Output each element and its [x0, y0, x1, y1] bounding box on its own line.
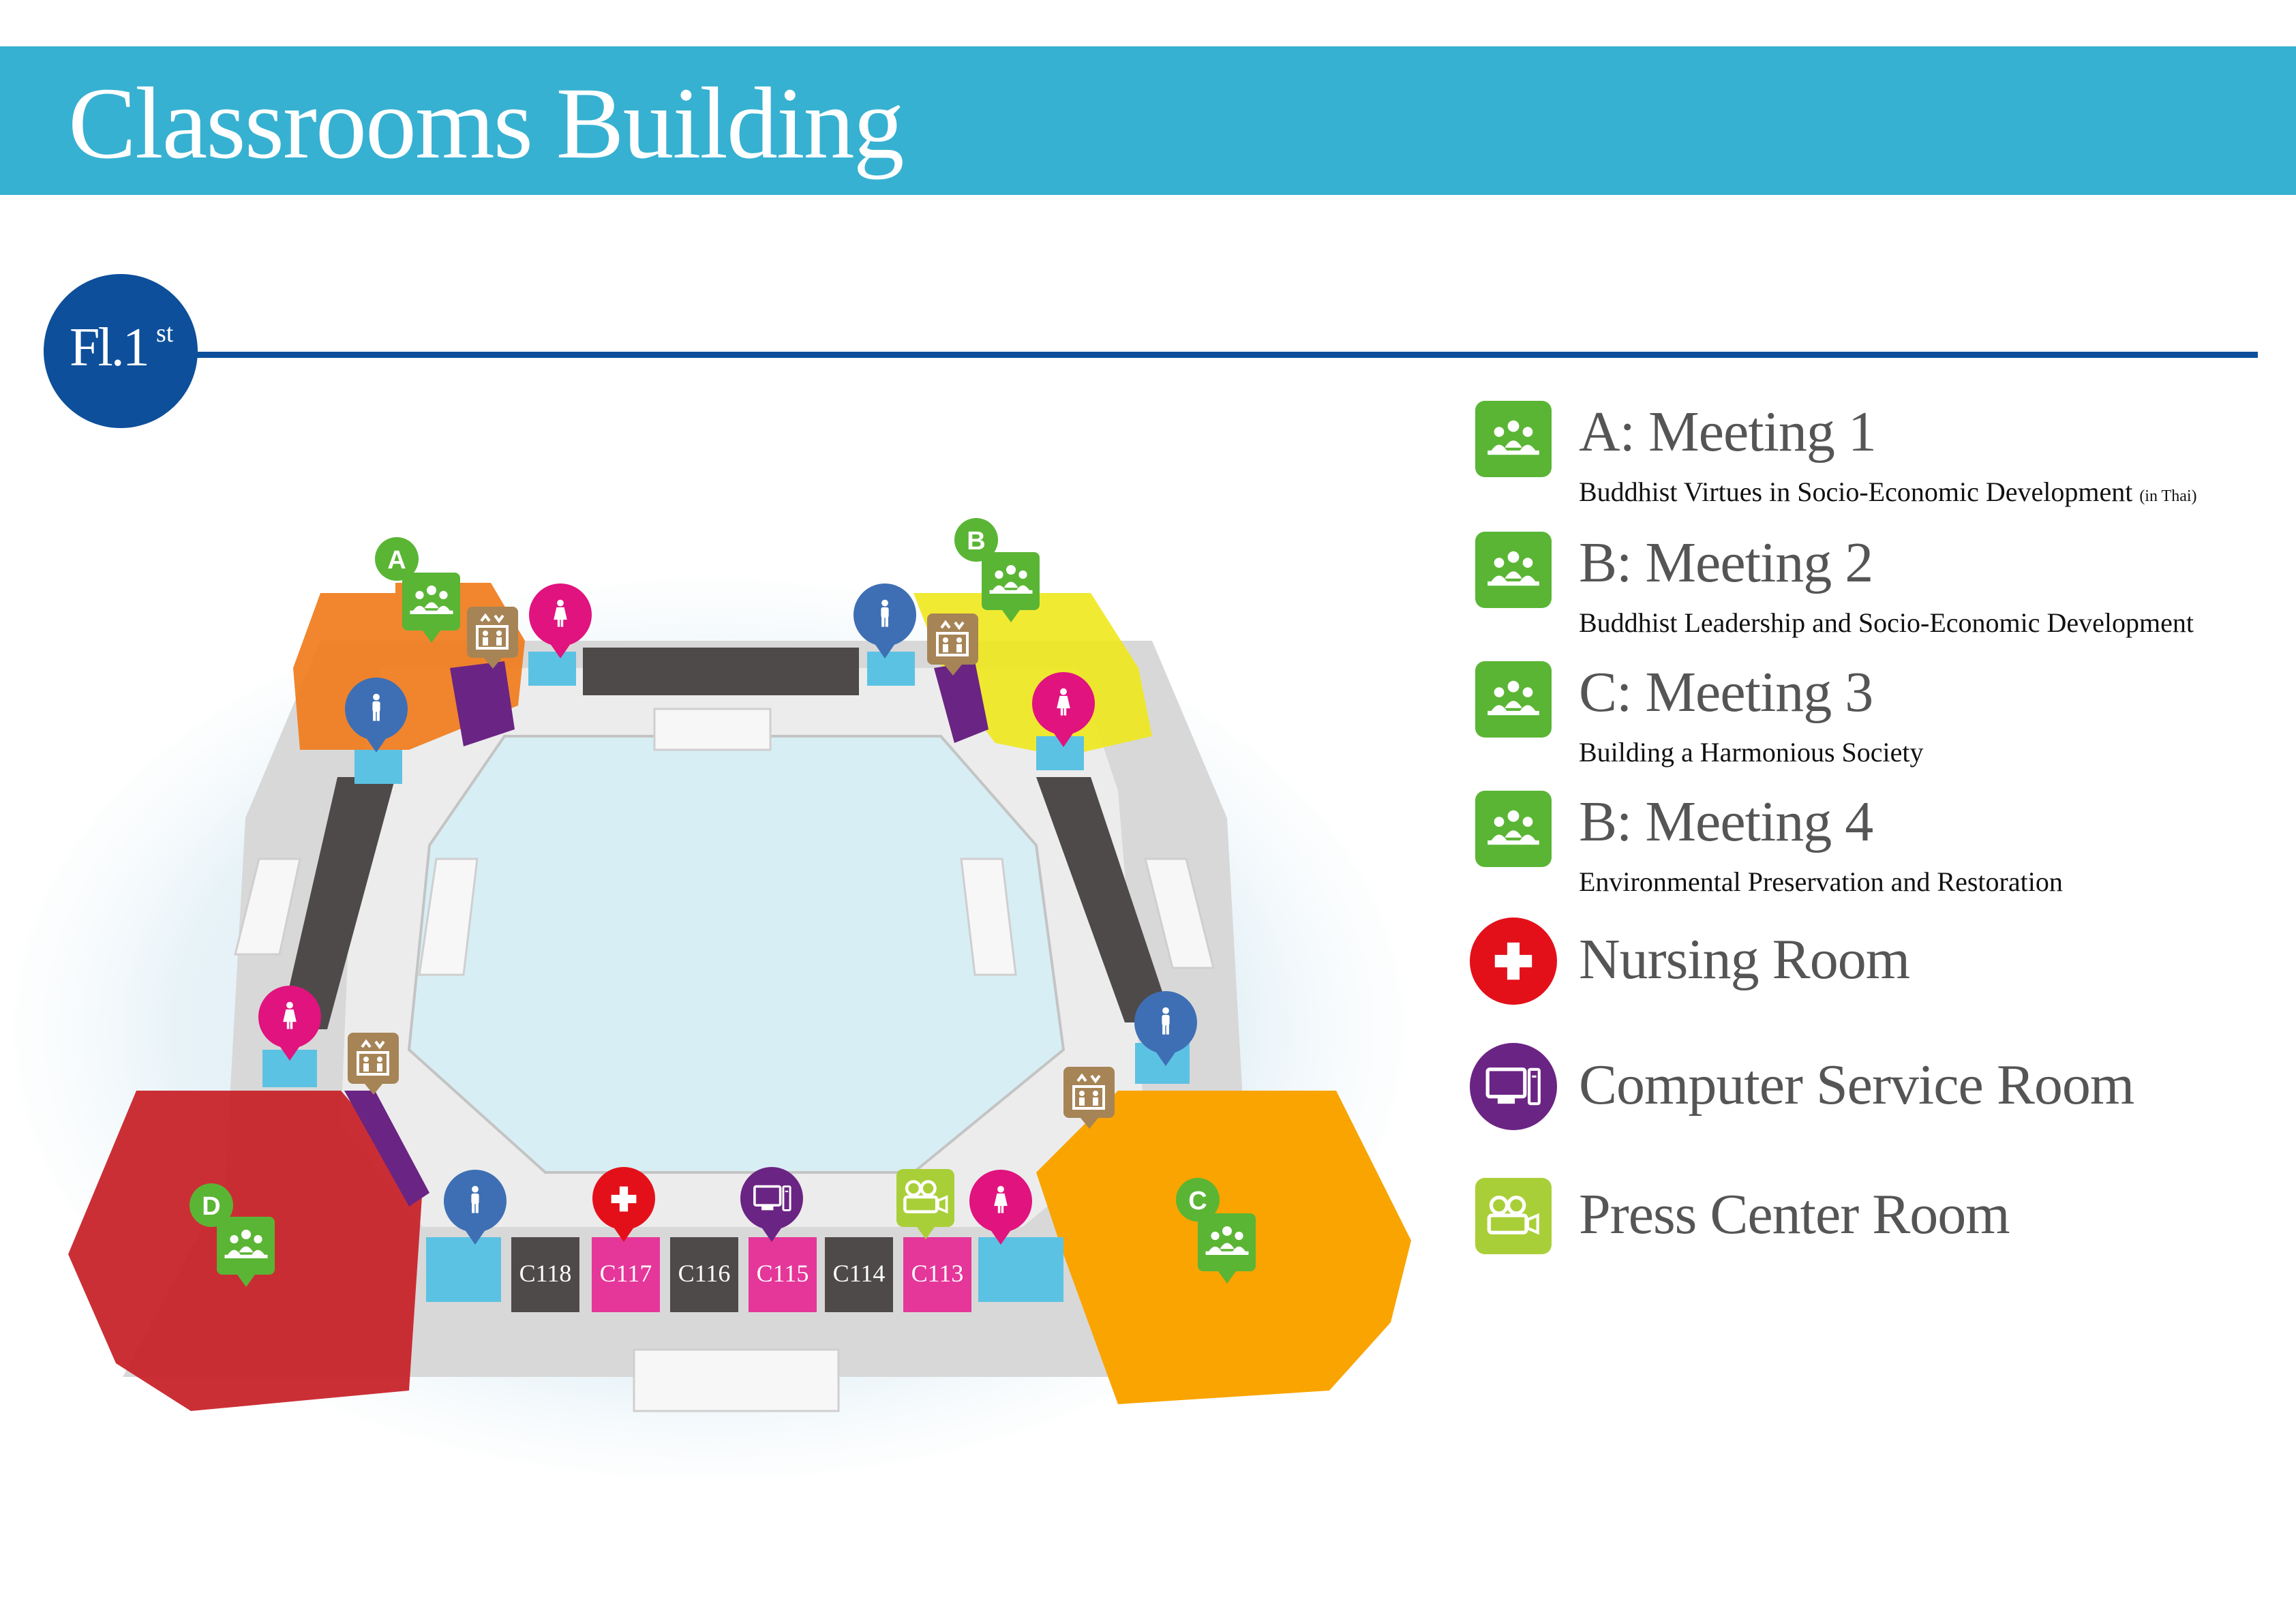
floor-divider [191, 352, 2258, 358]
room-block-c113 [903, 1237, 971, 1312]
legend-subtitle: Buddhist Virtues in Socio-Economic Devel… [1579, 476, 2197, 507]
svg-text:B: B [967, 527, 985, 556]
zone-b-purple-wall [934, 661, 988, 743]
room-block-c115 [749, 1237, 817, 1312]
courtyard [407, 735, 1066, 1174]
elevator-icon [348, 1033, 399, 1095]
floor-label: Fl.1 [70, 318, 150, 378]
legend-title: C: Meeting 3 [1579, 661, 1873, 724]
zone-b-badge: B [954, 518, 998, 562]
woman-restroom-icon [529, 583, 592, 658]
meeting-icon [1475, 532, 1552, 608]
elevator-icon [467, 607, 518, 669]
floor-label-suffix: st [156, 319, 174, 348]
svg-text:C: C [1188, 1187, 1207, 1215]
legend-title: Nursing Room [1579, 928, 1910, 991]
legend-subtitle: Environmental Preservation and Restorati… [1579, 866, 2063, 897]
page-title: Classrooms Building [68, 67, 905, 180]
camera-icon [1475, 1178, 1552, 1254]
room-block-c116 [670, 1237, 738, 1312]
floor-map: C118 C117 C116 C115 C114 C113 A B C D [14, 518, 1411, 1479]
computer-icon [740, 1167, 803, 1242]
meeting-icon [217, 1217, 275, 1287]
meeting-icon [1475, 661, 1552, 738]
restroom-blocks [262, 652, 1190, 1302]
meeting-icon [1475, 791, 1552, 867]
svg-text:A: A [387, 546, 406, 575]
first-aid-icon [592, 1167, 655, 1242]
computer-icon [1470, 1043, 1557, 1130]
meeting-icon [1198, 1213, 1256, 1284]
zone-c-badge: C [1176, 1178, 1220, 1222]
room-label-c113: C113 [911, 1260, 964, 1287]
room-block-c114 [825, 1237, 893, 1312]
legend-subtitle: Building a Harmonious Society [1579, 737, 1924, 768]
room-label-c118: C118 [519, 1260, 572, 1287]
room-block-c117 [592, 1237, 660, 1312]
first-aid-icon [1470, 917, 1557, 1005]
room-label-c116: C116 [678, 1260, 731, 1287]
room-label-c117: C117 [600, 1260, 652, 1287]
zone-d-purple-wall [344, 1091, 429, 1207]
woman-restroom-icon [969, 1170, 1032, 1245]
woman-restroom-icon [258, 986, 321, 1061]
zone-a-badge: A [375, 537, 419, 581]
man-restroom-icon [345, 678, 408, 753]
svg-text:D: D [202, 1192, 220, 1221]
legend-title: Computer Service Room [1579, 1053, 2134, 1117]
elevator-icon [927, 613, 978, 676]
legend-title: A: Meeting 1 [1579, 400, 1877, 464]
header-banner: Classrooms Building [0, 46, 2296, 195]
zone-a-purple-wall [450, 661, 515, 746]
legend-title: B: Meeting 2 [1579, 531, 1873, 594]
camera-icon [896, 1169, 954, 1239]
legend-title: Press Center Room [1579, 1183, 2010, 1246]
room-block-c118 [511, 1237, 579, 1312]
room-label-c114: C114 [833, 1260, 886, 1287]
legend-title: B: Meeting 4 [1579, 790, 1873, 853]
meeting-icon [402, 573, 460, 643]
man-restroom-icon [444, 1170, 507, 1245]
meeting-icon [982, 552, 1040, 622]
classroom-row: C118 C117 C116 C115 C114 C113 [511, 1237, 971, 1312]
room-label-c115: C115 [757, 1260, 809, 1287]
stairs [234, 708, 1215, 1412]
woman-restroom-icon [1032, 672, 1095, 747]
wall-blocks [280, 648, 1173, 1029]
meeting-icon [1475, 401, 1552, 477]
map-markers: A B C D [190, 518, 1256, 1287]
man-restroom-icon [854, 583, 916, 658]
floor-badge: Fl.1 st [44, 274, 198, 428]
legend-subtitle: Buddhist Leadership and Socio-Economic D… [1579, 607, 2194, 638]
zone-d-badge: D [190, 1183, 233, 1227]
legend-note: (in Thai) [2139, 487, 2197, 505]
elevator-icon [1063, 1067, 1115, 1129]
man-restroom-icon [1134, 991, 1197, 1066]
